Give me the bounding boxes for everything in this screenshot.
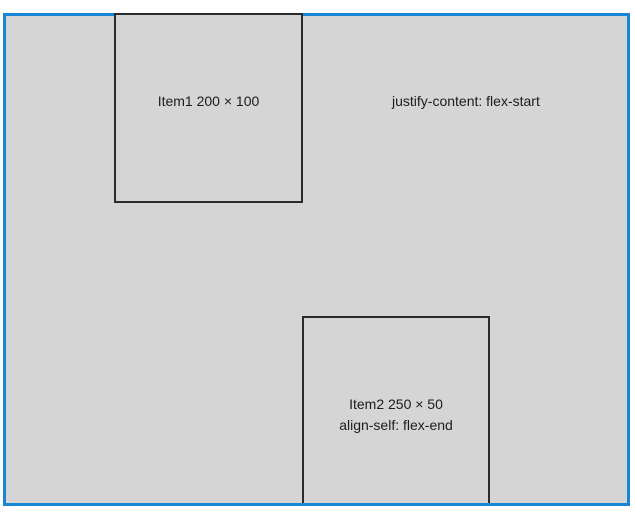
flex-item-2-size-label: Item2 250 × 50 [349,395,443,412]
flex-item-1-label: Item1 200 × 100 [157,92,260,109]
flex-item-1: Item1 200 × 100 [114,13,303,203]
flex-item-2-label-block: Item2 250 × 50 align-self: flex-end [339,394,453,436]
flex-item-2-align-self-label: align-self: flex-end [339,416,453,433]
justify-content-label: justify-content: flex-start [392,93,540,109]
flex-container: Item1 200 × 100 Item2 250 × 50 align-sel… [3,13,630,506]
flex-item-2: Item2 250 × 50 align-self: flex-end [302,316,490,503]
